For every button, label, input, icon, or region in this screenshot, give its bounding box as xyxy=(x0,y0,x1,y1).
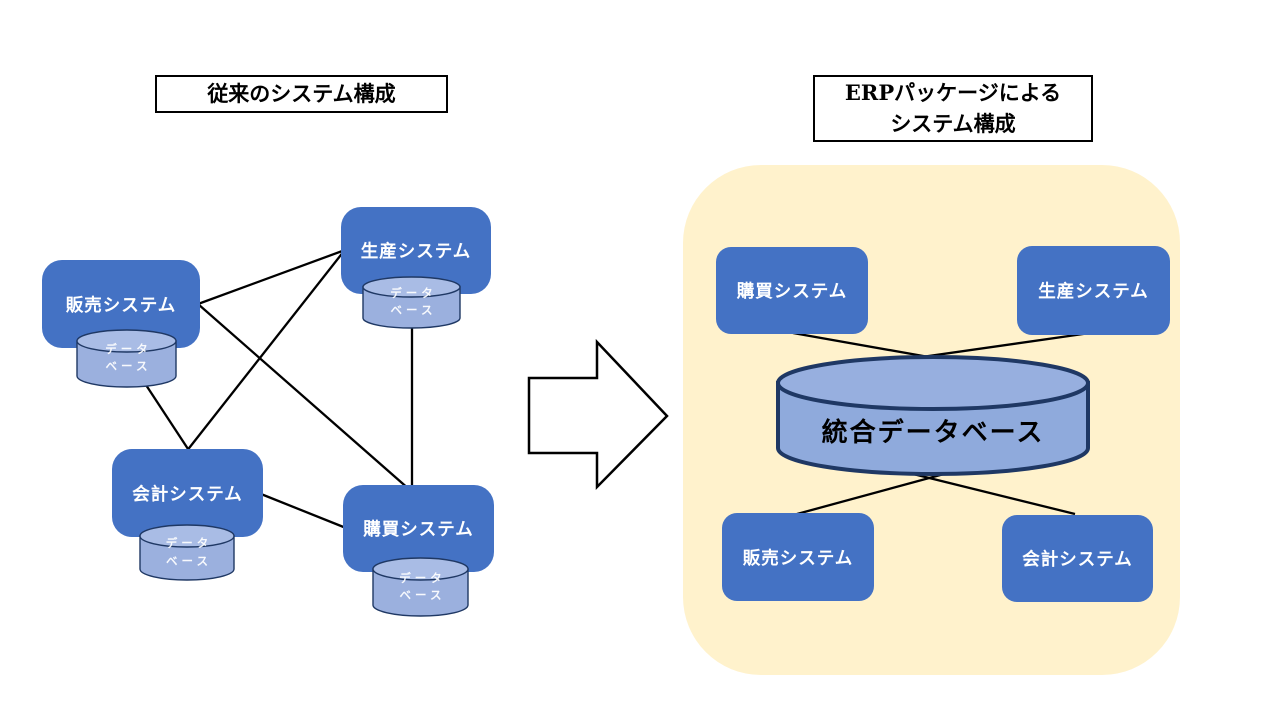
legacy-database-cylinders xyxy=(76,276,469,617)
legacy-purchasing-system-box xyxy=(343,485,494,572)
production-db-label-line2: ベース xyxy=(390,305,437,317)
sales-db-cylinder-top xyxy=(76,329,177,353)
erp-sales-system-box xyxy=(722,513,874,601)
connection-production-accounting-line xyxy=(185,250,345,453)
legacy-diagram-title: 従来のシステム構成 xyxy=(155,75,448,113)
purchasing-db-label-line2: ベース xyxy=(399,590,446,602)
production-db-label-line1: データ xyxy=(390,287,437,300)
purchasing-db-label-line1: データ xyxy=(399,572,446,585)
production-db-cylinder-top xyxy=(362,276,461,298)
sales-db-cylinder-body xyxy=(76,340,177,388)
erp-purchasing-system-label: 購買システム xyxy=(736,281,848,301)
production-db-cylinder-body xyxy=(362,286,461,329)
connection-sales-accounting-line xyxy=(145,384,191,453)
legacy-connections xyxy=(145,248,414,530)
sales-db-label: データ ベース xyxy=(77,333,176,385)
legacy-production-system-box xyxy=(341,207,491,294)
legacy-title-text: 従来のシステム構成 xyxy=(207,80,396,106)
erp-production-system-box xyxy=(1017,246,1170,335)
production-db-label: データ ベース xyxy=(363,279,460,327)
connection-sales-purchasing-line xyxy=(197,303,411,491)
legacy-accounting-system-label: 会計システム xyxy=(132,483,243,504)
erp-purchasing-system-box xyxy=(716,247,868,334)
transformation-arrow-icon xyxy=(527,338,669,491)
accounting-db-cylinder-top xyxy=(139,524,235,548)
accounting-db-cylinder-body xyxy=(139,535,235,581)
connection-purchasing-db-line xyxy=(792,331,941,361)
integrated-database-label: 統合データベース xyxy=(821,417,1045,447)
connection-accounting-purchasing-line xyxy=(260,492,347,530)
accounting-db-label-line2: ベース xyxy=(166,555,212,568)
erp-title-line2: システム構成 xyxy=(890,110,1016,136)
erp-sales-system-label: 販売システム xyxy=(742,547,854,568)
erp-production-system-label: 生産システム xyxy=(1038,281,1149,301)
erp-diagram-title: ERPパッケージによる システム構成 xyxy=(813,75,1093,142)
erp-accounting-system-box xyxy=(1002,515,1153,602)
legacy-purchasing-system-label: 購買システム xyxy=(363,519,474,539)
integrated-db-cylinder-top xyxy=(776,355,1090,411)
sales-db-label-line2: ベース xyxy=(105,361,152,373)
purchasing-db-cylinder-body xyxy=(372,568,469,617)
legacy-sales-system-label: 販売システム xyxy=(65,294,177,315)
accounting-db-label: データ ベース xyxy=(140,528,234,579)
connection-accounting-db-line xyxy=(904,470,1076,516)
legacy-accounting-system-box xyxy=(112,449,263,537)
legacy-sales-system-box xyxy=(42,260,200,348)
connection-sales-production-line xyxy=(197,248,346,306)
erp-title-line1: ERPパッケージによる xyxy=(844,80,1062,106)
accounting-db-label-line1: データ xyxy=(165,538,213,551)
sales-db-label-line1: データ xyxy=(105,343,152,356)
purchasing-db-cylinder-top xyxy=(372,557,469,581)
purchasing-db-label: データ ベース xyxy=(373,561,468,615)
erp-accounting-system-label: 会計システム xyxy=(1022,549,1133,569)
legacy-production-system-label: 生産システム xyxy=(360,241,472,261)
